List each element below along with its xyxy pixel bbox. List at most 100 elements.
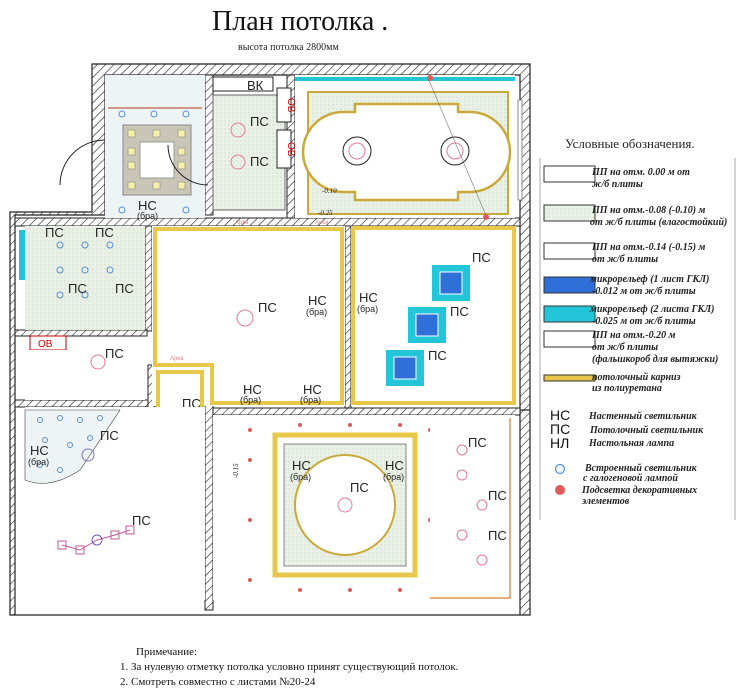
wall-light-label: НС <box>243 382 262 397</box>
decor-backlight-points <box>248 423 432 592</box>
floor-plan: НС (бра) ВК ОВ ОВ ПС ПС -0.10 -0.25 <box>9 63 531 616</box>
legend-text: Встроенный светильник <box>584 463 698 474</box>
legend-text: ПП на отм.-0.08 (-0.10) м <box>591 205 706 216</box>
legend-text: из полиуретана <box>592 383 662 394</box>
legend-text: Потолочный светильник <box>589 425 704 436</box>
legend-text: ПП на отм.-0.14 (-0.15) м <box>591 242 706 253</box>
legend-text: от ж/б плиты <box>592 254 658 265</box>
balcony-lights <box>456 444 488 566</box>
legend-text: Настенный светильник <box>588 411 698 422</box>
room-bathroom <box>212 94 286 211</box>
legend-item-cornice: потолочный карниз из полиуретана <box>543 372 681 394</box>
chandelier-track <box>57 525 135 555</box>
legend-text: Подсветка декоративных <box>581 485 697 496</box>
legend-item-false-box: ПП на отм.-0.20 м от ж/б плиты (фальшкор… <box>543 330 718 365</box>
ceiling-light-label: ПС <box>132 513 151 528</box>
legend-item-ceiling-0: ПП на отм. 0.00 м от ж/б плиты <box>543 165 690 190</box>
legend-text: ПС <box>550 421 570 437</box>
wall-light-sconce-label: (бра) <box>290 472 311 482</box>
legend-symbols: Встроенный светильник с галогеновой ламп… <box>554 463 698 507</box>
notes: Примечание: 1. За нулевую отметку потолк… <box>120 646 459 688</box>
arch-label: Арка <box>170 356 184 362</box>
arch-label: Арка <box>235 220 249 226</box>
wall-light-sconce-label: (бра) <box>383 472 404 482</box>
ceiling-light-label: ПС <box>258 300 277 315</box>
halogen-light-icon <box>554 463 566 475</box>
decor-backlight-icon <box>555 485 565 495</box>
legend-text: потолочный карниз <box>592 372 681 383</box>
coffer-lights <box>127 129 186 190</box>
wall-light-label: НС <box>303 382 322 397</box>
ventilation-label-2: ОВ <box>285 142 296 157</box>
ceiling-light-label: ПС <box>100 428 119 443</box>
interior-walls <box>14 74 521 611</box>
wall-light-label: НС <box>292 458 311 473</box>
level-mark: -0.25 <box>318 209 333 217</box>
halogen-spots-kitchen <box>37 415 103 473</box>
legend-text: Настольная лампа <box>588 438 674 449</box>
halogen-spots-hall <box>118 110 190 214</box>
legend-item-ceiling-moisture: ПП на отм.-0.08 (-0.10) м от ж/б плиты (… <box>543 204 727 228</box>
ceiling-light-label: ПС <box>350 480 369 495</box>
legend-text: ПП на отм. 0.00 м от <box>591 167 690 178</box>
ceiling-light <box>230 154 246 170</box>
wall-light-label: НС <box>138 198 157 213</box>
ceiling-light-label: ПС <box>45 225 64 240</box>
ceiling-light-label: ПС <box>488 488 507 503</box>
legend-item-micro-relief-1: микрорельеф (1 лист ГКЛ) -0.012 м от ж/б… <box>543 274 709 297</box>
wall-light-sconce-label: (бра) <box>28 457 49 467</box>
legend: Условные обозначения. ПП на отм. 0.00 м … <box>539 136 736 520</box>
wall-light-label: НС <box>30 443 49 458</box>
legend-abbreviations: НС Настенный светильник ПС Потолочный св… <box>550 407 704 451</box>
legend-text: ПП на отм.-0.20 м <box>591 330 676 341</box>
ceiling-light-label: ПС <box>68 281 87 296</box>
exterior-walls <box>9 63 531 616</box>
level-mark: -0.10 <box>322 187 337 195</box>
room-balcony <box>430 415 515 600</box>
legend-text: микрорельеф (2 листа ГКЛ) <box>589 304 714 315</box>
legend-text: от ж/б плиты <box>592 342 658 353</box>
arch-label: Арка <box>315 220 329 226</box>
legend-text: -0.012 м от ж/б плиты <box>592 286 696 297</box>
micro-relief-panels <box>386 265 470 386</box>
ceiling-light-label: ПС <box>488 528 507 543</box>
wall-light-sconce-label: (бра) <box>240 395 261 405</box>
ceiling-light-label: ПС <box>250 154 269 169</box>
legend-text: с галогеновой лампой <box>583 473 678 484</box>
wall-light-sconce-label: (бра) <box>357 304 378 314</box>
ceiling-light-label: ПС <box>95 225 114 240</box>
legend-item-ceiling-014: ПП на отм.-0.14 (-0.15) м от ж/б плиты <box>543 242 706 265</box>
legend-text: ж/б плиты <box>592 179 643 190</box>
vent-shaft-label: ВК <box>247 78 264 93</box>
legend-text: НС <box>550 407 570 423</box>
entrance-door-swing <box>59 139 106 186</box>
legend-text: элементов <box>581 496 630 507</box>
legend-item-micro-relief-2: микрорельеф (2 листа ГКЛ) -0.025 м от ж/… <box>543 304 714 327</box>
room-bathroom-2 <box>25 226 145 330</box>
note-item: 1. За нулевую отметку потолка условно пр… <box>120 661 459 673</box>
ceiling-light-label: ПС <box>250 114 269 129</box>
ceiling-light-label: ПС <box>450 304 469 319</box>
note-item: 2. Смотреть совместно с листами №20-24 <box>120 676 316 688</box>
level-mark: -0.15 <box>232 463 240 478</box>
ventilation-label-1: ОВ <box>285 98 296 113</box>
wall-light-sconce-label: (бра) <box>137 211 158 221</box>
page-title: План потолка . <box>212 6 388 37</box>
ceiling-light-label: ПС <box>105 346 124 361</box>
ceiling-light-label: ПС <box>428 348 447 363</box>
ceiling-light-label: ПС <box>468 435 487 450</box>
ceiling-height-subtitle: высота потолка 2800мм <box>238 42 339 53</box>
ceiling-light <box>230 122 246 138</box>
legend-text: микрорельеф (1 лист ГКЛ) <box>589 274 709 285</box>
legend-text: -0.025 м от ж/б плиты <box>592 316 696 327</box>
legend-text: НЛ <box>550 435 569 451</box>
halogen-spots-bath <box>56 241 114 299</box>
oval-ceiling-cornice <box>301 102 512 202</box>
legend-text: (фальшкороб для вытяжки) <box>592 354 718 365</box>
notes-heading: Примечание: <box>136 646 197 658</box>
ventilation-label-3: ОВ <box>38 339 53 350</box>
ceiling-light-label: ПС <box>472 250 491 265</box>
wall-light-label: НС <box>308 293 327 308</box>
wall-light-sconce-label: (бра) <box>306 307 327 317</box>
